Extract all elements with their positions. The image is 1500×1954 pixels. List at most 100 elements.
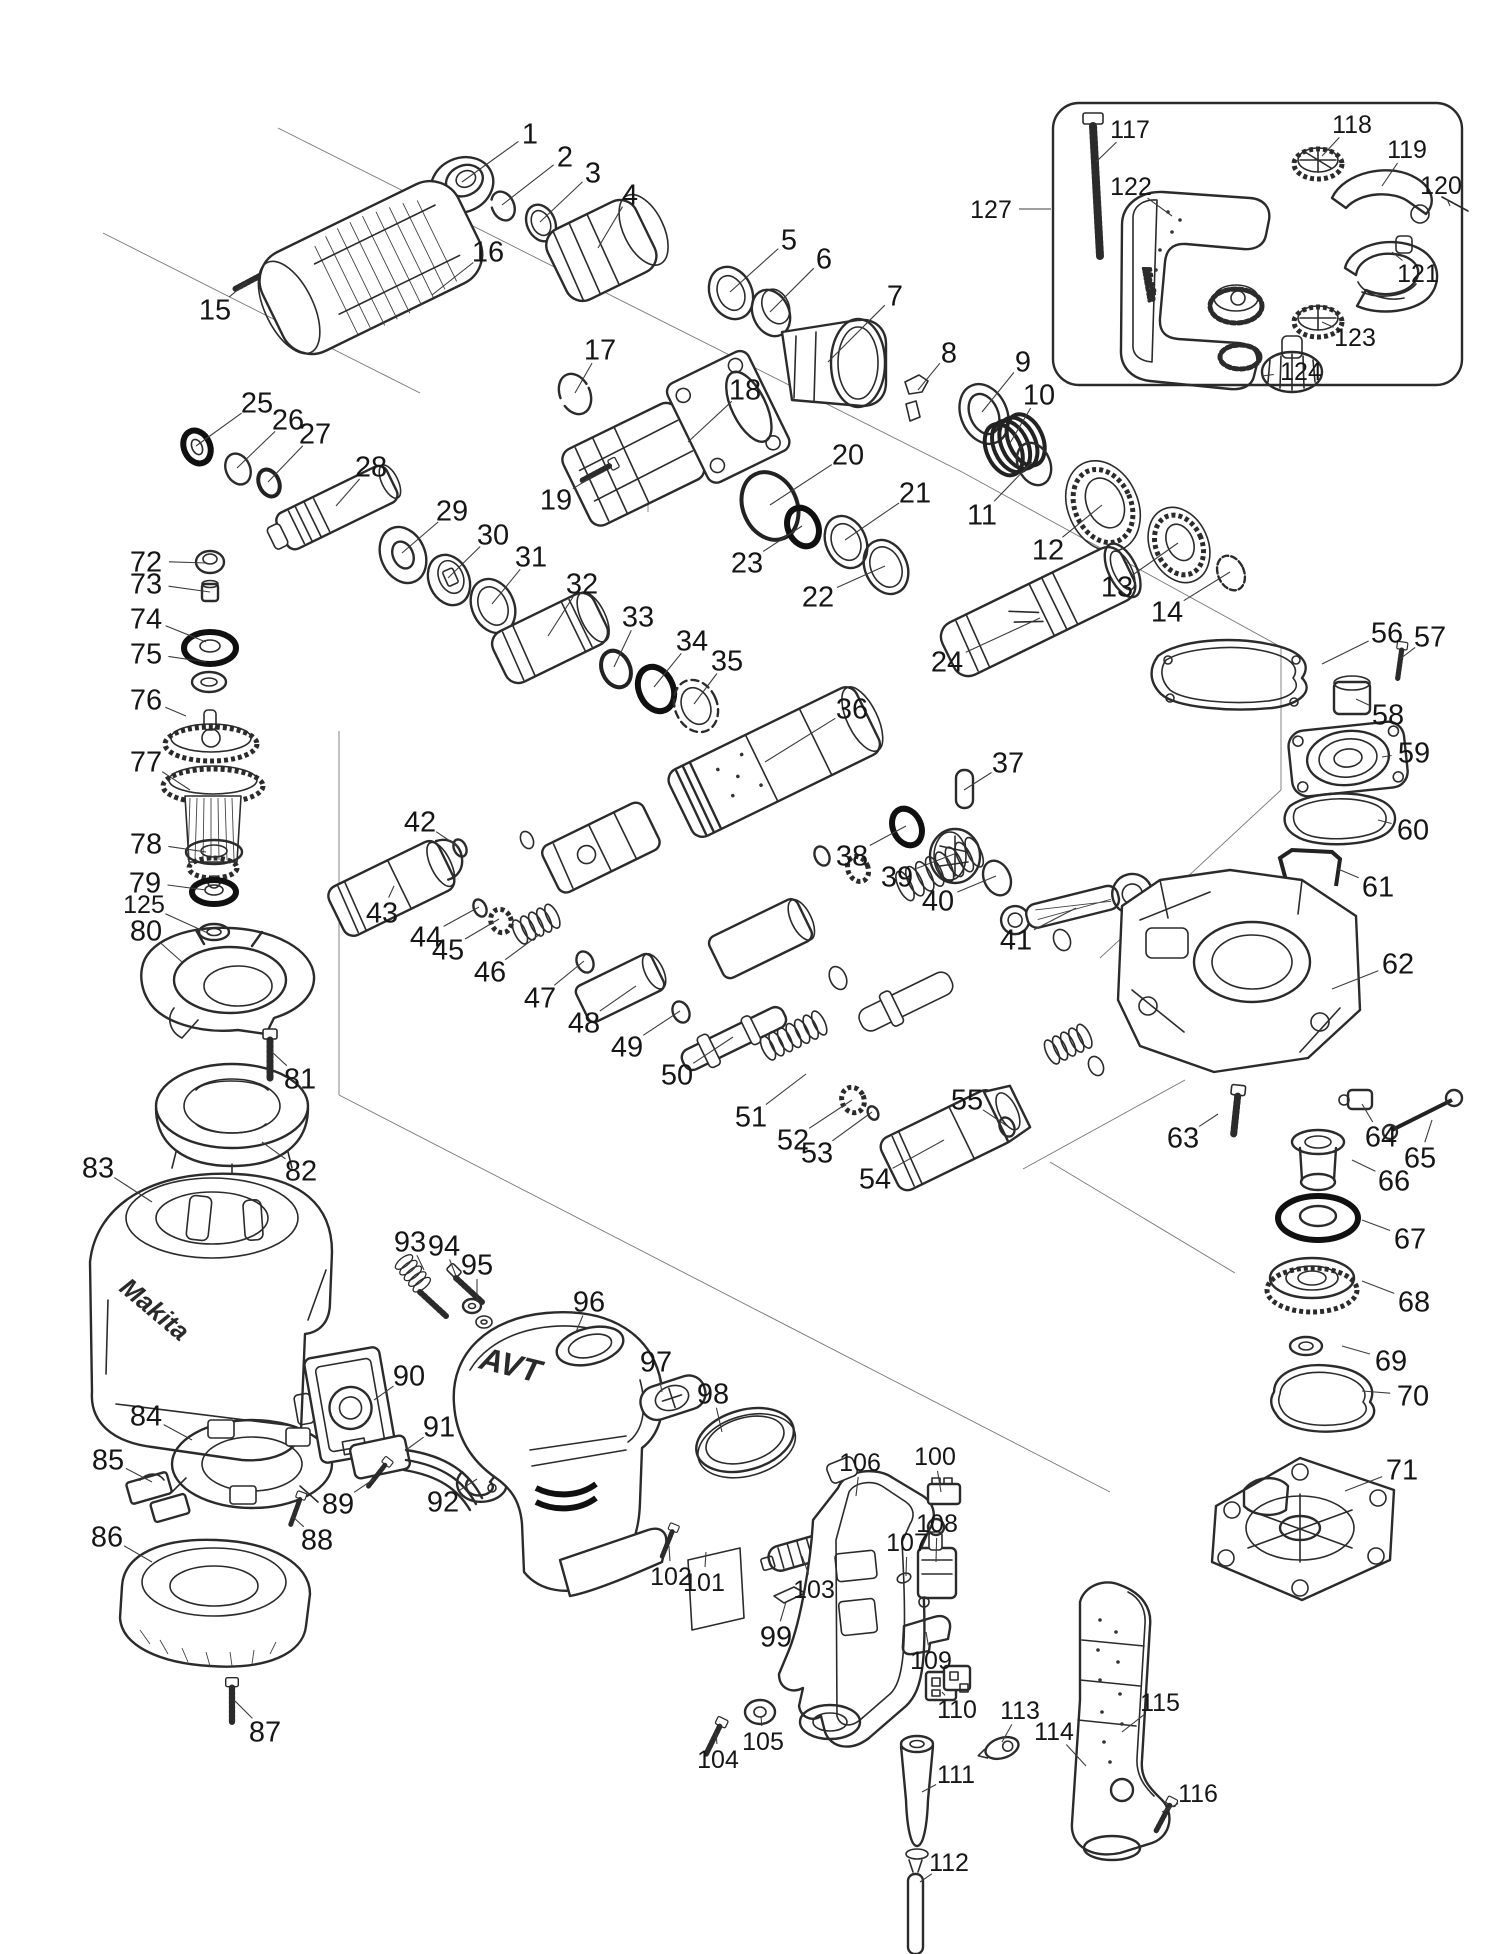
part-label-50: 50 bbox=[661, 1059, 693, 1091]
part-124-knob bbox=[1260, 335, 1324, 394]
part-118-gear bbox=[1291, 146, 1345, 182]
leader-line-114 bbox=[1065, 1744, 1087, 1767]
part-label-29: 29 bbox=[436, 495, 468, 527]
part-label-26: 26 bbox=[272, 404, 304, 436]
part-label-102: 102 bbox=[650, 1563, 692, 1591]
part-label-56: 56 bbox=[1371, 617, 1403, 649]
part-label-68: 68 bbox=[1398, 1286, 1430, 1318]
leader-line-72 bbox=[168, 561, 207, 564]
part-label-20: 20 bbox=[832, 439, 864, 471]
part-label-24: 24 bbox=[931, 646, 963, 678]
leader-line-47 bbox=[553, 960, 585, 986]
part-label-94: 94 bbox=[428, 1230, 460, 1262]
leader-line-90 bbox=[373, 1385, 394, 1401]
leader-line-12 bbox=[1062, 504, 1103, 538]
part-label-34: 34 bbox=[676, 625, 708, 657]
part-label-4: 4 bbox=[622, 179, 638, 211]
leader-line-110 bbox=[941, 1691, 946, 1696]
part-label-35: 35 bbox=[711, 645, 743, 677]
part-44-o-ring bbox=[472, 898, 488, 918]
leader-line-91 bbox=[405, 1436, 424, 1451]
part-label-124: 124 bbox=[1280, 358, 1322, 386]
leader-line-104 bbox=[715, 1731, 718, 1745]
part-label-100: 100 bbox=[914, 1443, 956, 1471]
leader-line-64 bbox=[1361, 1103, 1374, 1123]
boundary-line-1 bbox=[102, 232, 421, 394]
leader-line-77 bbox=[161, 771, 191, 791]
boundary-line-6 bbox=[338, 1094, 1111, 1493]
leader-line-48 bbox=[599, 985, 637, 1012]
leader-line-3 bbox=[539, 181, 583, 223]
part-label-116: 116 bbox=[1178, 1780, 1218, 1808]
part-label-58: 58 bbox=[1372, 699, 1404, 731]
part-91-connector bbox=[348, 1434, 484, 1512]
leader-line-19 bbox=[572, 476, 593, 490]
part-label-122: 122 bbox=[1110, 173, 1152, 201]
part-65-link-rod bbox=[1381, 1088, 1464, 1141]
leader-line-123 bbox=[1321, 321, 1334, 328]
part-55-o-ring bbox=[998, 1116, 1016, 1138]
part-47-o-ring bbox=[575, 950, 595, 974]
part-58-cup bbox=[1332, 675, 1372, 716]
part-label-46: 46 bbox=[474, 956, 506, 988]
leader-line-8 bbox=[917, 362, 941, 391]
leader-line-81 bbox=[271, 1051, 288, 1067]
leader-line-75 bbox=[168, 655, 207, 663]
part-label-108: 108 bbox=[916, 1510, 958, 1538]
leader-line-79 bbox=[167, 884, 207, 891]
part-label-64: 64 bbox=[1365, 1121, 1397, 1153]
leader-line-15 bbox=[228, 281, 248, 298]
leader-line-56 bbox=[1321, 640, 1369, 665]
part-62-crank-housing bbox=[1116, 868, 1362, 1074]
part-70-gasket bbox=[1270, 1363, 1376, 1433]
part-label-123: 123 bbox=[1334, 324, 1376, 352]
part-16-barrel-housing bbox=[257, 179, 484, 356]
leader-line-60 bbox=[1377, 819, 1392, 825]
leader-line-28 bbox=[335, 478, 361, 507]
leader-line-80 bbox=[159, 941, 183, 963]
part-37-pin bbox=[954, 768, 975, 810]
part-64-contact bbox=[1338, 1088, 1374, 1111]
leader-line-121 bbox=[1391, 251, 1403, 261]
leader-line-69 bbox=[1341, 1345, 1371, 1355]
leader-line-57 bbox=[1399, 646, 1416, 660]
part-label-57: 57 bbox=[1414, 621, 1446, 653]
part-117-bolt bbox=[1082, 112, 1104, 260]
leader-line-32 bbox=[547, 596, 574, 637]
part-label-7: 7 bbox=[887, 280, 903, 312]
leader-line-115 bbox=[1121, 1713, 1145, 1733]
leader-line-62 bbox=[1331, 970, 1379, 990]
part-93-spring-screw bbox=[393, 1252, 449, 1319]
leader-line-33 bbox=[613, 630, 632, 668]
leader-line-40 bbox=[957, 875, 997, 893]
leader-line-9 bbox=[981, 372, 1015, 413]
part-label-91: 91 bbox=[423, 1411, 455, 1443]
part-12-toothed-ring bbox=[1064, 459, 1142, 553]
leader-line-68 bbox=[1361, 1280, 1395, 1294]
part-label-113: 113 bbox=[1000, 1697, 1040, 1725]
part-label-18: 18 bbox=[729, 374, 761, 406]
leader-line-94 bbox=[449, 1259, 457, 1277]
part-label-22: 22 bbox=[802, 581, 834, 613]
leader-line-4 bbox=[597, 206, 623, 249]
leader-line-96 bbox=[575, 1315, 584, 1333]
part-label-73: 73 bbox=[130, 568, 162, 600]
leader-line-16 bbox=[431, 262, 474, 296]
part-22-ring bbox=[862, 538, 910, 596]
part-119-clamp bbox=[1330, 169, 1433, 224]
part-85-brush bbox=[125, 1471, 191, 1524]
leader-line-70 bbox=[1361, 1390, 1391, 1394]
leader-line-65 bbox=[1424, 1119, 1433, 1143]
part-74-bearing bbox=[181, 629, 239, 667]
part-label-36: 36 bbox=[836, 693, 868, 725]
part-label-23: 23 bbox=[731, 547, 763, 579]
leader-line-85 bbox=[125, 1467, 153, 1483]
part-label-49: 49 bbox=[611, 1031, 643, 1063]
part-35-lock-ring bbox=[672, 678, 720, 734]
part-label-21: 21 bbox=[899, 477, 931, 509]
part-26-ring bbox=[224, 452, 252, 486]
part-61-wire-clip bbox=[1277, 847, 1343, 887]
leader-line-50 bbox=[692, 1036, 734, 1064]
